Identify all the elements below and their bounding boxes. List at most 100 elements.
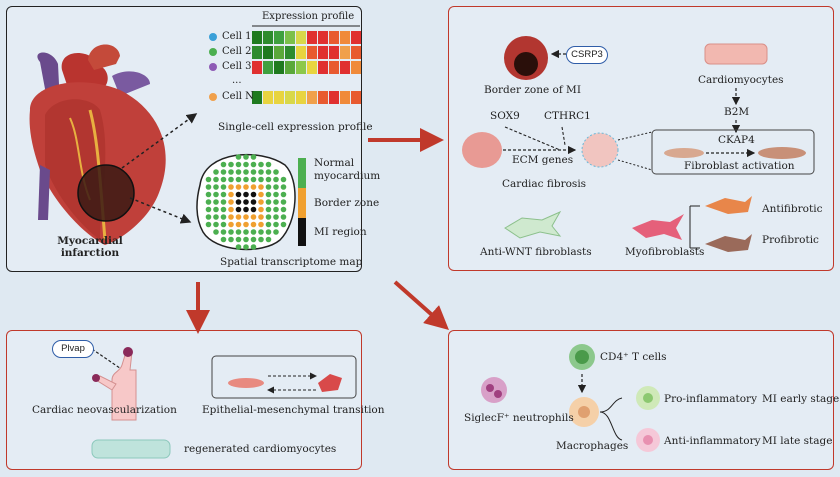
spot (250, 184, 257, 190)
spot (243, 221, 249, 228)
spot (205, 191, 212, 198)
spot (213, 199, 219, 205)
spot (243, 161, 249, 168)
antifibrotic-label: Antifibrotic (762, 203, 823, 215)
spot (250, 229, 257, 235)
spot (280, 191, 287, 198)
spot (250, 191, 257, 198)
spot (250, 161, 257, 168)
spot (235, 244, 242, 250)
siglecf-label: SiglecF⁺ neutrophils (464, 412, 574, 424)
heart-illustration (29, 44, 166, 245)
spot (250, 206, 257, 213)
spot (220, 191, 227, 198)
b2m-label: B2M (724, 106, 750, 118)
spot (265, 176, 272, 183)
spot (258, 169, 264, 175)
csrp3-pill: CSRP3 (566, 46, 608, 64)
heatmap (252, 31, 361, 104)
anti-inflammatory-label: Anti-inflammatory (664, 435, 761, 447)
plvap-pill: Plvap (52, 340, 94, 358)
spot (273, 214, 279, 220)
spot (265, 161, 272, 168)
spot (243, 184, 249, 190)
spot (220, 176, 227, 183)
spot (258, 161, 264, 168)
spot (213, 169, 219, 175)
legend-border-zone: Border zone (314, 197, 380, 209)
spot (243, 199, 249, 205)
spot (220, 199, 227, 205)
spot (273, 184, 279, 190)
spot (258, 176, 264, 183)
emt-label: Epithelial-mesenchymal transition (202, 404, 385, 416)
spot (243, 206, 249, 213)
cell-dot (209, 33, 217, 41)
spot (228, 184, 234, 190)
spot (258, 199, 264, 205)
spot (250, 221, 257, 228)
spot (235, 221, 242, 228)
spot (228, 161, 234, 168)
mi-early-label: MI early stage (762, 393, 840, 405)
spot (220, 206, 227, 213)
legend-border-swatch (298, 188, 306, 218)
spot (220, 229, 227, 235)
spot (235, 199, 242, 205)
cell-dot (209, 93, 217, 101)
spot (265, 221, 272, 228)
spot (235, 206, 242, 213)
spot (228, 221, 234, 228)
spot (228, 191, 234, 198)
spot (250, 244, 257, 250)
spot (273, 206, 279, 213)
spot (228, 214, 234, 220)
cardiac-fibrosis-label: Cardiac fibrosis (502, 178, 587, 190)
spot (265, 236, 272, 243)
spot (205, 214, 212, 220)
spot (205, 221, 212, 228)
spot (258, 214, 264, 220)
spot (220, 184, 227, 190)
spot (220, 221, 227, 228)
spot (220, 214, 227, 220)
spot (265, 214, 272, 220)
spot (235, 214, 242, 220)
spot (228, 176, 234, 183)
spot (250, 199, 257, 205)
spot (258, 206, 264, 213)
spot (250, 154, 257, 160)
profibrotic-label: Profibrotic (762, 234, 819, 246)
neovascularization-label: Cardiac neovascularization (32, 404, 177, 416)
cell-label-n: Cell N (222, 91, 254, 102)
cd4-label: CD4⁺ T cells (600, 351, 667, 363)
cell-label-1: Cell 1 (222, 31, 252, 42)
spot (280, 176, 287, 183)
ecm-genes-label: ECM genes (512, 154, 574, 166)
spot (235, 191, 242, 198)
spot (220, 169, 227, 175)
spot (265, 199, 272, 205)
cell-dot (209, 48, 217, 56)
spot (235, 154, 242, 160)
spot (243, 154, 249, 160)
ckap4-label: CKAP4 (718, 134, 755, 146)
spot (235, 236, 242, 243)
spot (280, 184, 287, 190)
spot (228, 169, 234, 175)
border-zone-label: Border zone of MI (484, 84, 581, 96)
spot (243, 169, 249, 175)
legend-normal-swatch (298, 158, 306, 188)
cell-label-2: Cell 2 (222, 46, 252, 57)
spot (250, 236, 257, 243)
spot (273, 221, 279, 228)
spot (205, 176, 212, 183)
spot (265, 229, 272, 235)
mi-late-label: MI late stage (762, 435, 833, 447)
pro-inflammatory-label: Pro-inflammatory (664, 393, 758, 405)
spatial-map (196, 153, 296, 251)
spot (228, 236, 234, 243)
spot (213, 214, 219, 220)
spot (273, 191, 279, 198)
expression-profile-title: Expression profile (262, 11, 355, 22)
